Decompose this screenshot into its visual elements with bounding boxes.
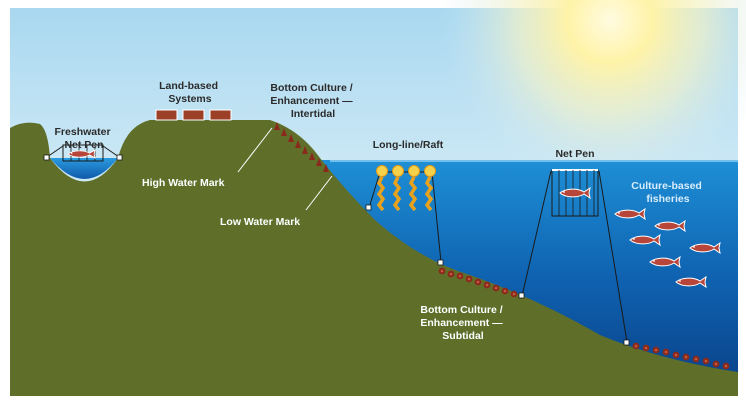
low-water-mark-label: Low Water Mark [220,216,300,228]
land [10,120,738,396]
net-pen-icon [518,169,630,346]
long-line-raft-icon [365,165,444,266]
low-water-mark-leader [305,175,333,211]
intertidal-shellfish [274,122,329,172]
culture-based-fisheries-label: Culture-based fisheries [631,180,705,205]
land-based-systems-label: Land-based Systems [159,80,221,105]
net-pen-label: Net Pen [555,148,594,160]
freshwater-net-pen-label: Freshwater Net Pen [55,126,114,151]
high-water-mark-leader [237,127,273,173]
bottom-culture-subtidal-label: Bottom Culture / Enhancement — Subtidal [420,304,505,342]
bottom-culture-intertidal-label: Bottom Culture / Enhancement — Intertida… [270,82,355,120]
freshwater-pond [50,158,118,179]
sun-icon [440,0,746,190]
long-line-raft-label: Long-line/Raft [373,139,444,151]
land-based-tanks [155,109,232,121]
high-water-mark-label: High Water Mark [142,177,225,189]
freshwater-net-pen-icon [43,144,123,162]
